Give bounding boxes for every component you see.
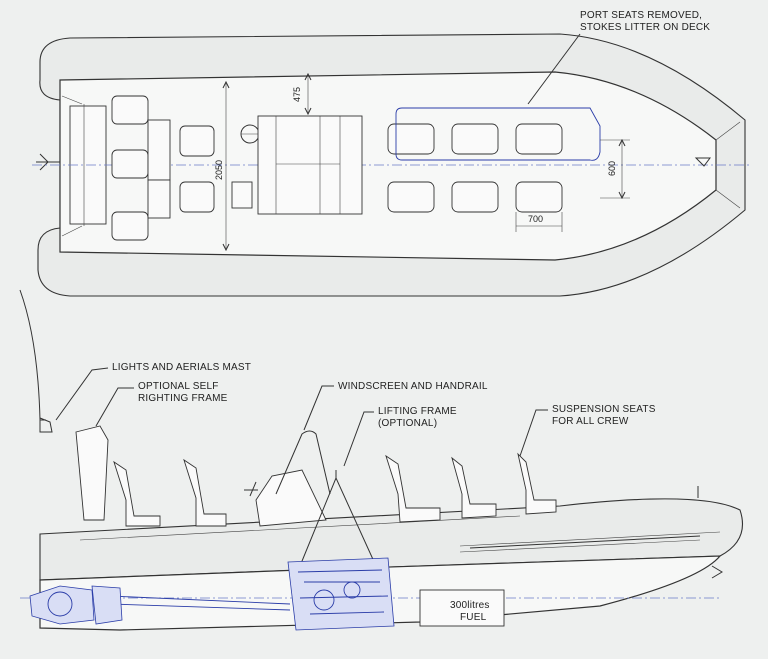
fuel-label: FUEL <box>460 612 487 623</box>
plan-console <box>257 115 363 215</box>
profile-view: 300litres FUEL LIGHTS AND AERIALS MAST O… <box>19 289 744 631</box>
profile-windscreen-handrail <box>275 430 331 495</box>
plan-stokes-litter-outline <box>395 107 601 161</box>
profile-mast <box>19 289 46 421</box>
profile-tube <box>39 498 744 581</box>
plan-forward-seats <box>387 123 563 213</box>
plan-view: 2050 475 PORT <box>32 10 752 297</box>
dim-2050-label: 2050 <box>214 160 224 180</box>
callout-suspension-line1: SUSPENSION SEATS <box>552 404 656 415</box>
profile-rubbing-strake <box>469 535 701 549</box>
callout-lifting-line1: LIFTING FRAME <box>378 406 457 417</box>
callout-frame-line1: OPTIONAL SELF <box>138 381 219 392</box>
dim-700-label: 700 <box>528 214 543 224</box>
callout-port-seats-leader <box>527 33 581 105</box>
plan-helm-seats <box>179 125 253 213</box>
dim-475-label: 475 <box>292 87 302 102</box>
callout-port-seats-line2: STOKES LITTER ON DECK <box>580 22 710 33</box>
profile-steering-wheel <box>244 481 258 497</box>
plan-bow-fitting <box>694 157 711 167</box>
callout-windscreen: WINDSCREEN AND HANDRAIL <box>338 381 488 392</box>
dim-600-label: 600 <box>607 161 617 176</box>
callout-frame-leader <box>95 387 134 427</box>
callout-mast: LIGHTS AND AERIALS MAST <box>112 362 251 373</box>
dim-2050 <box>222 80 230 252</box>
profile-lifting-frame <box>299 470 377 567</box>
callout-port-seats-line1: PORT SEATS REMOVED, <box>580 10 702 21</box>
callout-lifting-leader <box>343 411 374 467</box>
plan-aft-seats <box>111 95 171 241</box>
plan-stern-eye <box>36 153 60 171</box>
dim-475 <box>304 72 312 116</box>
callout-suspension-leader <box>519 409 548 457</box>
profile-self-righting-frame <box>75 425 109 521</box>
callout-frame-line2: RIGHTING FRAME <box>138 393 228 404</box>
callout-windscreen-leader <box>303 385 334 431</box>
profile-console <box>255 469 327 527</box>
fuel-tank <box>419 589 505 627</box>
callout-mast-leader <box>55 367 109 421</box>
dim-600 <box>600 138 630 200</box>
profile-engine-drivetrain <box>29 557 395 631</box>
callout-suspension-line2: FOR ALL CREW <box>552 416 629 427</box>
profile-crew-seats <box>113 452 557 527</box>
callout-lifting-line2: (OPTIONAL) <box>378 418 437 429</box>
plan-bow-lines <box>715 121 741 209</box>
fuel-capacity: 300litres <box>450 600 490 611</box>
dim-700 <box>515 212 563 232</box>
